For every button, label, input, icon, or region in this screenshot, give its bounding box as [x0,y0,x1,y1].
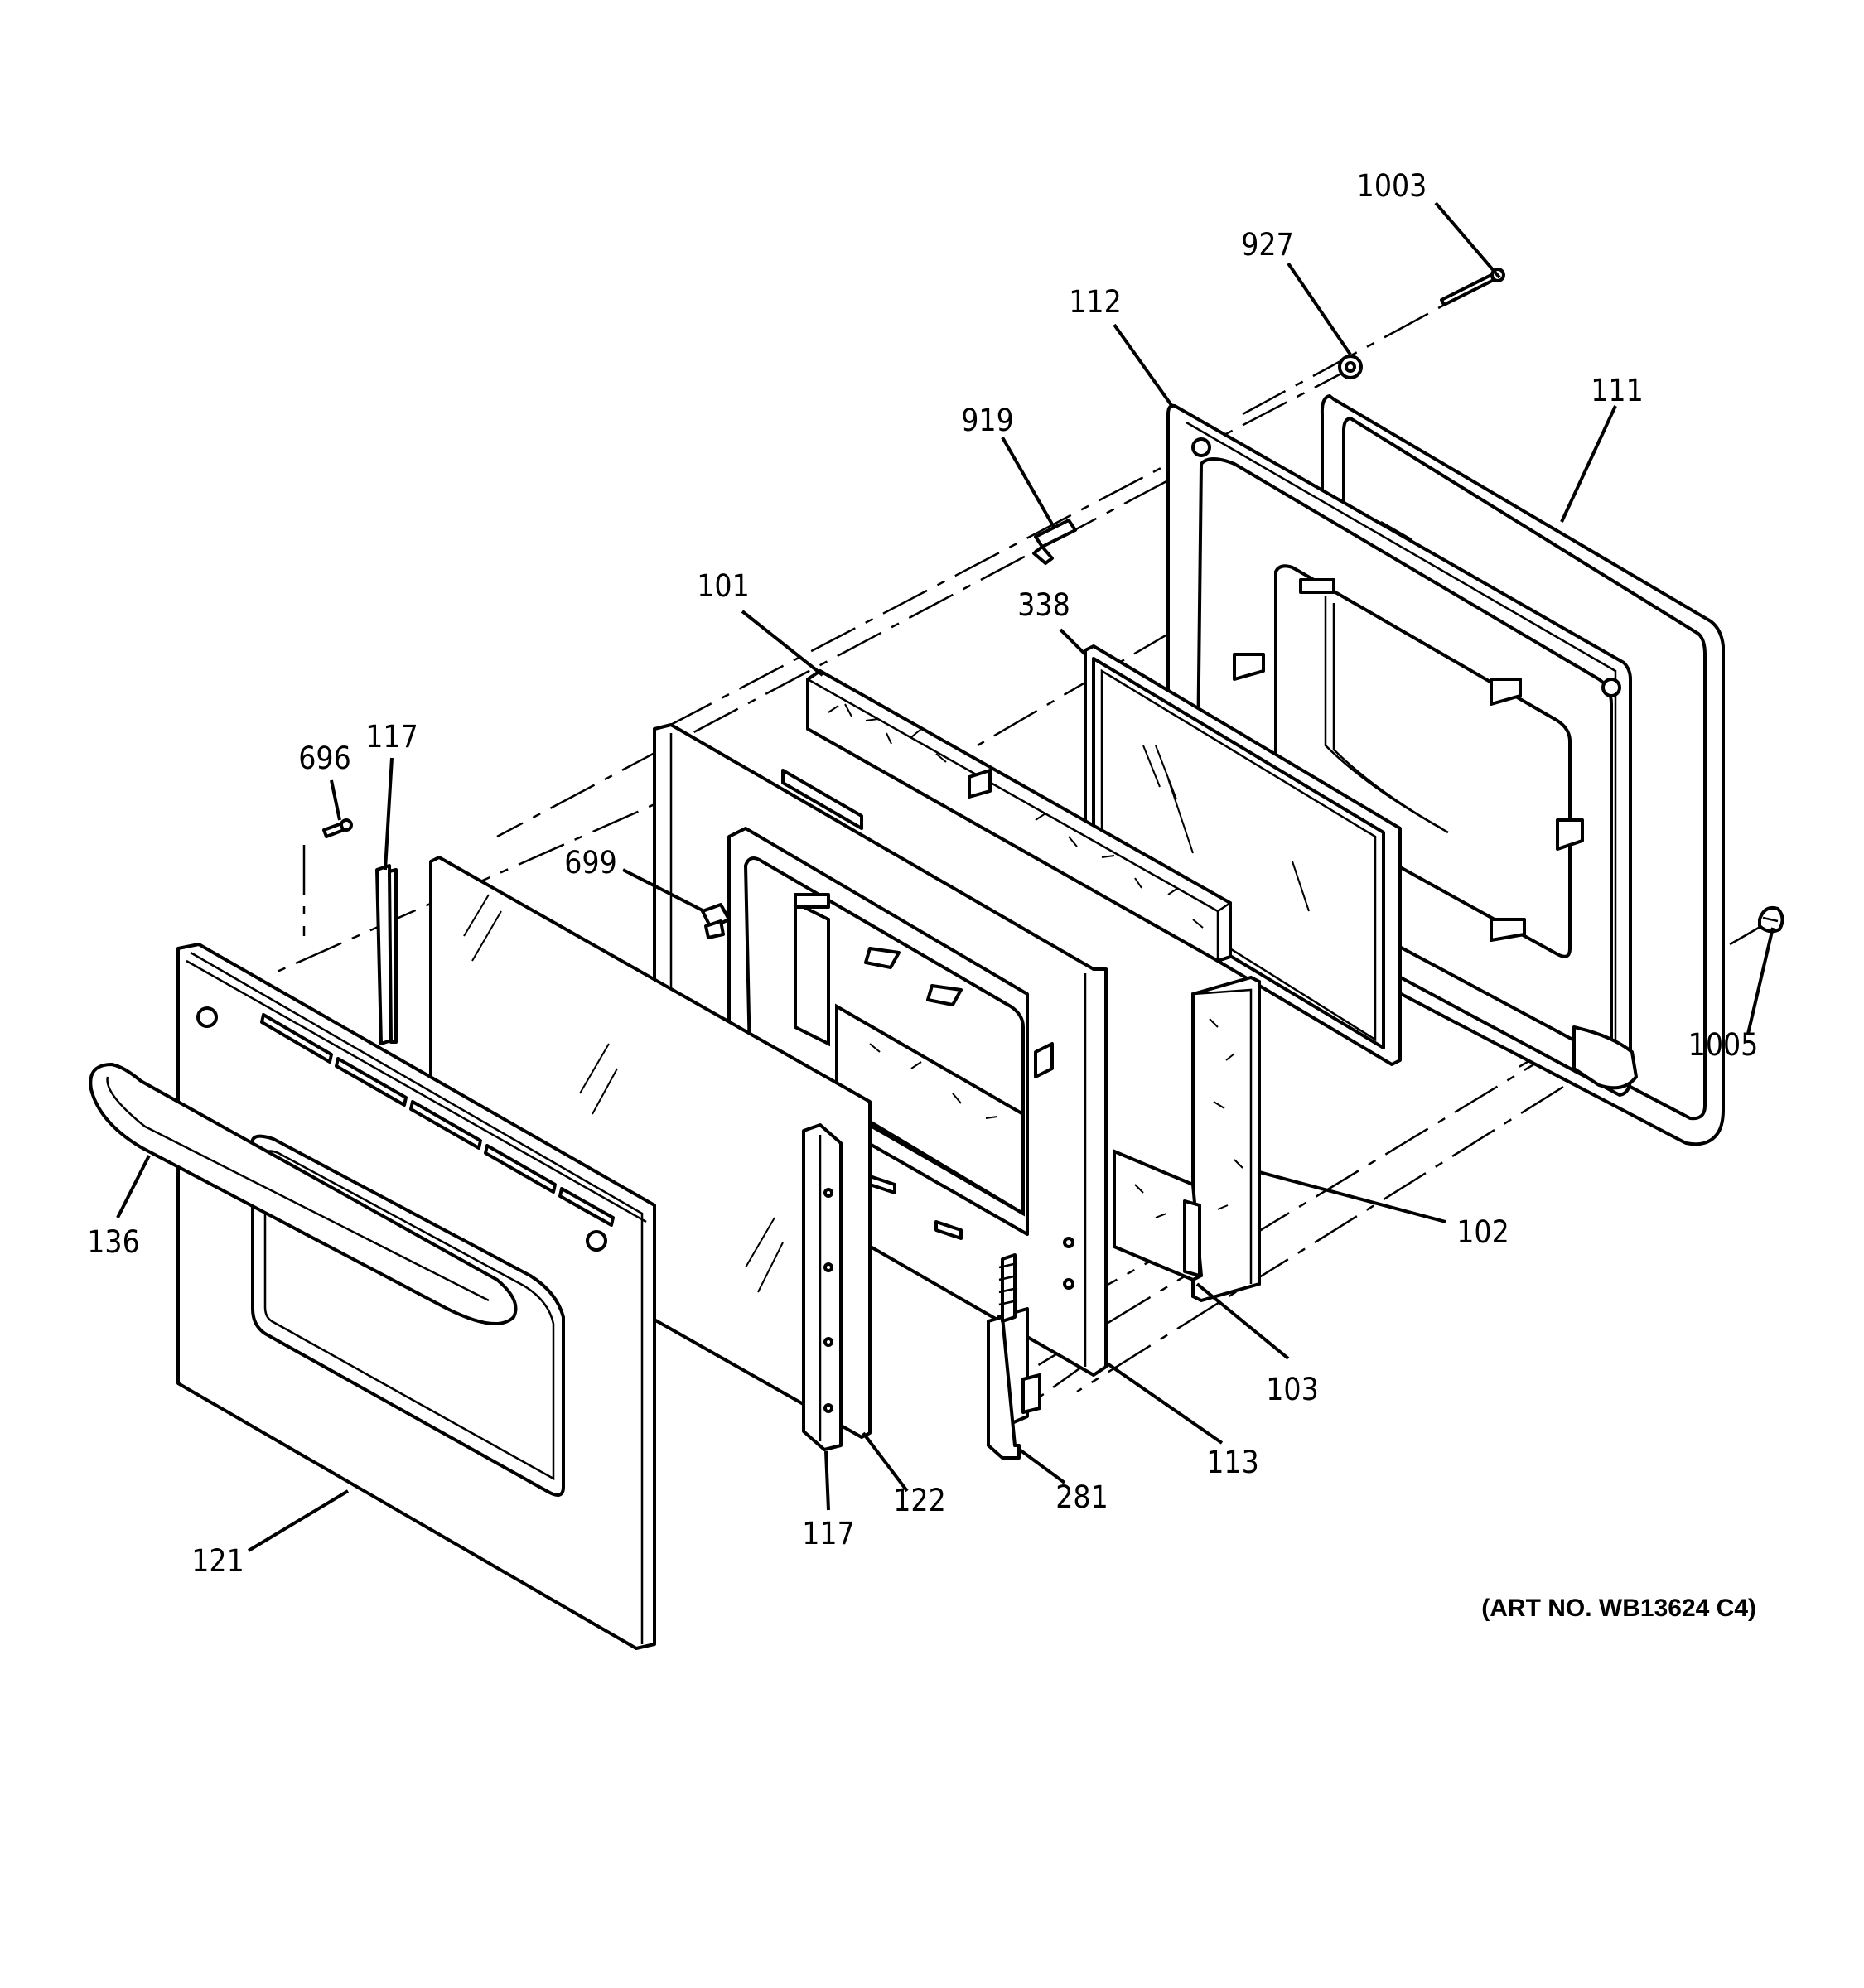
callout-112: 112 [1069,284,1122,320]
callout-121: 121 [191,1543,244,1579]
callout-699: 699 [564,845,617,881]
part-338-inner-glass [1084,644,1402,1066]
part-281-hinge [987,1253,1041,1460]
callout-labels: 1003 927 112 111 919 101 338 696 117 699… [87,168,1758,1579]
callout-281: 281 [1055,1479,1108,1515]
callout-122: 122 [893,1483,946,1518]
part-696-screw [322,818,353,838]
callout-101: 101 [697,568,750,604]
insulation-texture [828,703,1204,929]
callout-117-bottom: 117 [802,1516,855,1551]
callout-111: 111 [1591,373,1644,408]
part-1003-screw [1440,268,1505,306]
callout-919: 919 [961,403,1014,438]
part-117-door-channel-left [375,864,398,1045]
callout-927: 927 [1241,227,1294,263]
part-102-103-side-insulation [1113,975,1261,1303]
callout-1005: 1005 [1688,1027,1759,1063]
part-699-screw [701,903,731,939]
callout-103: 103 [1266,1372,1319,1407]
part-101-insulation [806,668,1232,963]
part-927-washer [1338,355,1363,379]
art-number: (ART NO. WB13624 C4) [1481,1595,1756,1622]
callout-136: 136 [87,1224,140,1260]
part-919-spacer [1032,519,1077,565]
leader-lines [116,201,1775,1552]
callout-696: 696 [298,741,351,776]
part-112-door-liner [1166,403,1638,1097]
callout-338: 338 [1017,587,1070,623]
callout-113: 113 [1206,1445,1259,1480]
part-1005-bumper [1758,905,1784,934]
callout-102: 102 [1456,1214,1509,1250]
callout-1003: 1003 [1357,168,1427,204]
part-117-door-channel-right [802,1123,843,1451]
callout-117-top: 117 [365,719,418,755]
vent-slots [260,1013,615,1227]
part-136-door-handle [89,1063,518,1325]
